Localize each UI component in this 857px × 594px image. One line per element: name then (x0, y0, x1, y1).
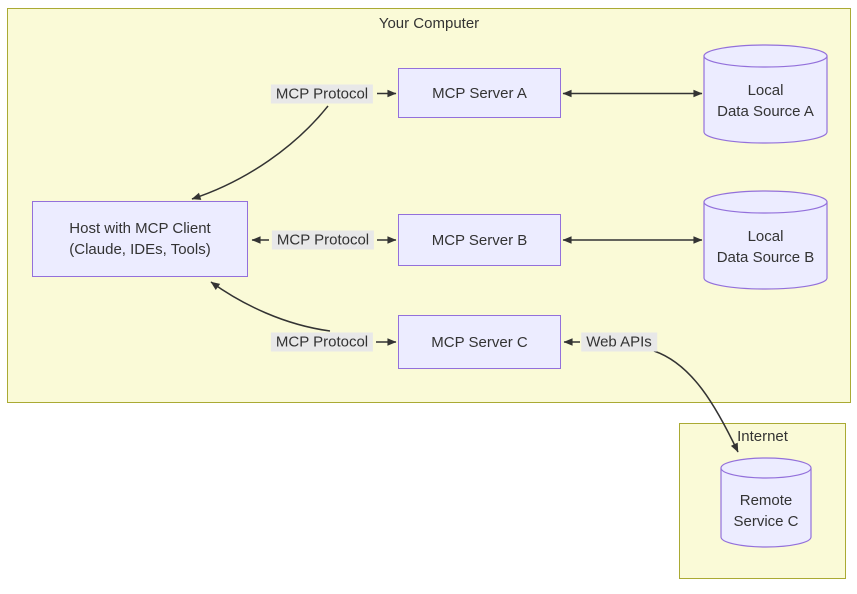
data-b-line1: Local (747, 228, 784, 245)
edge-label-mcp-protocol-b: MCP Protocol (271, 230, 375, 250)
host-node-line1: Host with MCP Client (69, 220, 211, 237)
mcp-server-b-label: MCP Server B (431, 231, 528, 249)
local-data-source-a-text: Local Data Source A (704, 80, 827, 122)
data-a-line2: Data Source A (717, 103, 814, 120)
edge-label-mcp-protocol-c: MCP Protocol (270, 332, 374, 352)
mcp-server-c-node: MCP Server C (398, 315, 561, 369)
edge-label-mcp-protocol-a: MCP Protocol (270, 84, 374, 104)
data-a-line1: Local (747, 82, 784, 99)
remote-service-c-text: Remote Service C (721, 490, 811, 532)
mcp-server-b-node: MCP Server B (398, 214, 561, 266)
mcp-server-a-label: MCP Server A (432, 84, 527, 102)
your-computer-title: Your Computer (378, 15, 480, 32)
host-node: Host with MCP Client (Claude, IDEs, Tool… (32, 201, 248, 277)
edge-label-web-apis: Web APIs (581, 332, 657, 352)
remote-c-line1: Remote (739, 492, 793, 509)
data-b-line2: Data Source B (716, 249, 815, 266)
host-node-line2: (Claude, IDEs, Tools) (69, 241, 211, 258)
local-data-source-b-text: Local Data Source B (704, 226, 827, 268)
internet-title: Internet (737, 428, 788, 445)
mcp-server-a-node: MCP Server A (398, 68, 561, 118)
remote-c-line2: Service C (733, 513, 799, 530)
mcp-server-c-label: MCP Server C (431, 333, 528, 351)
